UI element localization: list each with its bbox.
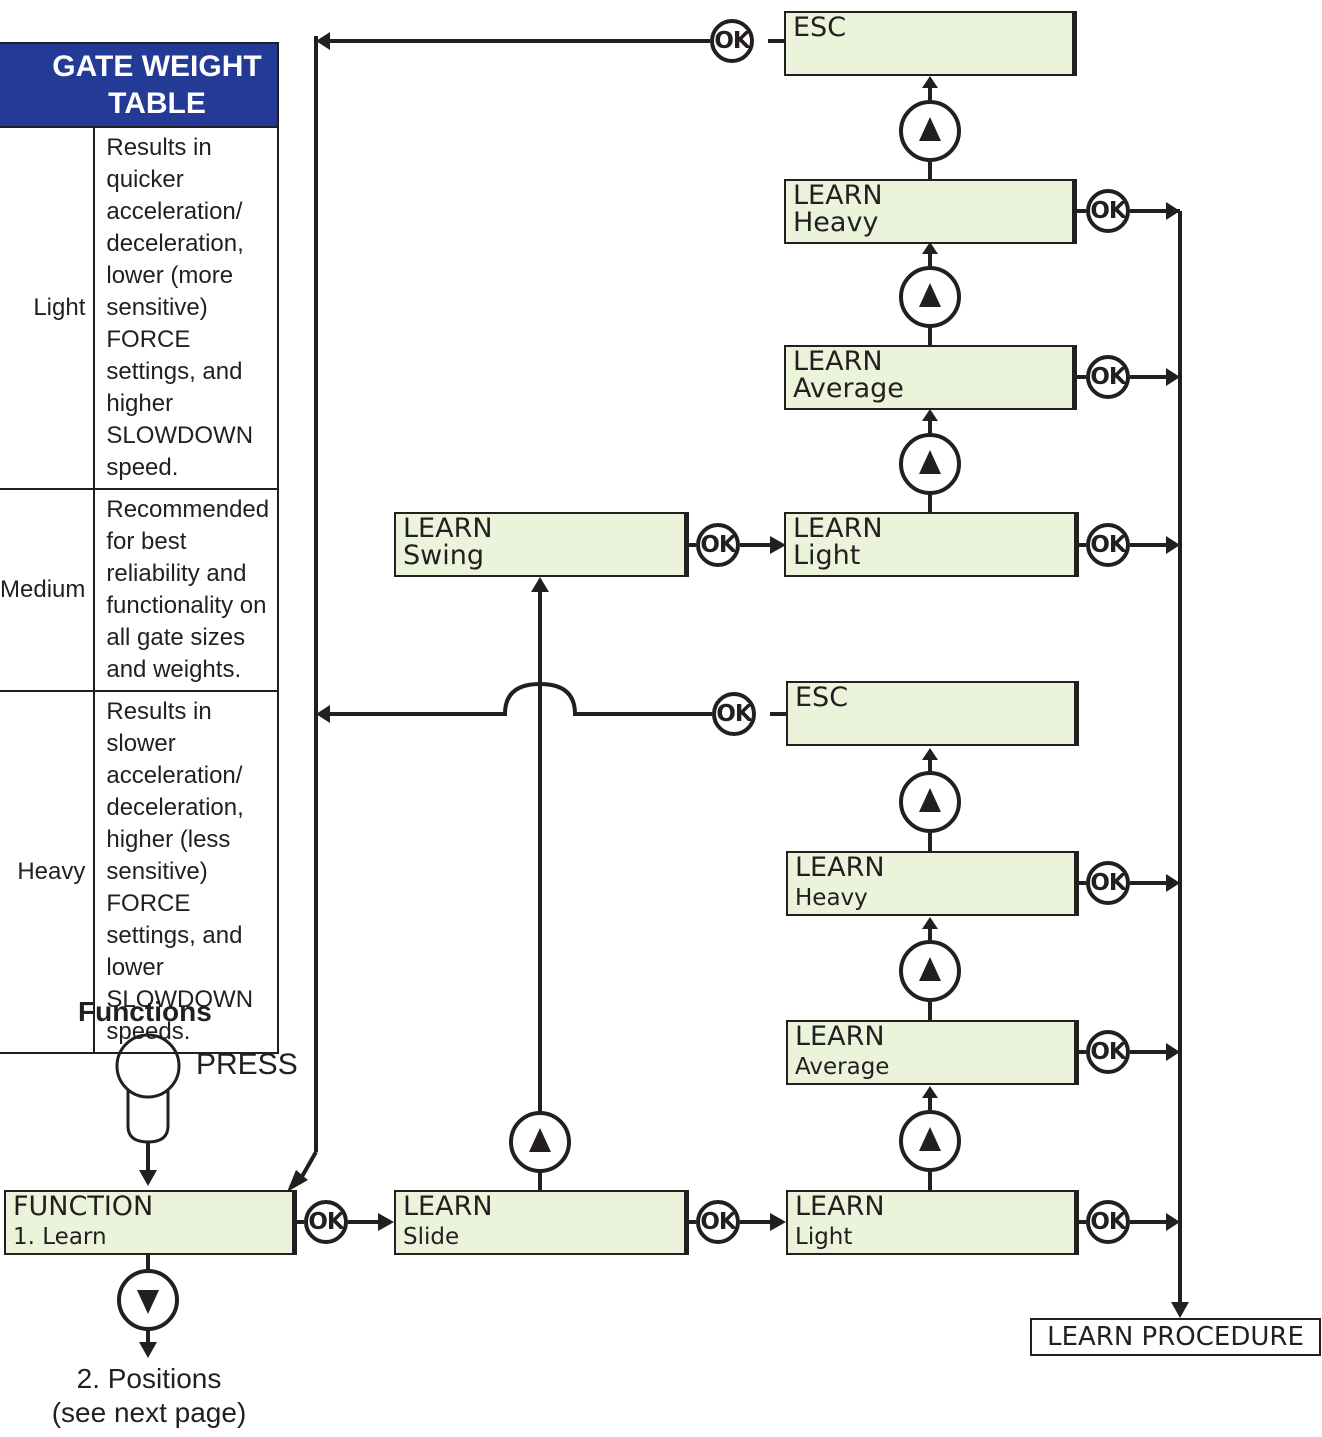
up-arrow-icon[interactable] xyxy=(899,771,961,833)
ok-button[interactable]: OK xyxy=(696,523,740,567)
weight-label: Medium xyxy=(0,576,86,603)
up-arrow-icon[interactable] xyxy=(899,433,961,495)
ok-button[interactable]: OK xyxy=(1086,1200,1130,1244)
weight-label: Heavy xyxy=(17,858,86,885)
up-arrow-icon[interactable] xyxy=(899,1110,961,1172)
table-row: Light Results in quicker acceleration/ d… xyxy=(0,126,279,490)
press-label: PRESS xyxy=(196,1048,298,1081)
table-title: GATE WEIGHT TABLE xyxy=(0,42,279,128)
functions-label: Functions xyxy=(78,996,212,1027)
ok-button[interactable]: OK xyxy=(1086,523,1130,567)
up-arrow-icon[interactable] xyxy=(899,266,961,328)
up-arrow-icon[interactable] xyxy=(899,940,961,1002)
ok-button[interactable]: OK xyxy=(304,1200,348,1244)
next-step-label: 2. Positions (see next page) xyxy=(51,1363,247,1428)
ok-button[interactable]: OK xyxy=(696,1200,740,1244)
table-row: Medium Recommended for best reliability … xyxy=(0,488,279,692)
slide-esc-display: ESC xyxy=(786,681,1076,746)
ok-button[interactable]: OK xyxy=(712,692,756,736)
ok-button[interactable]: OK xyxy=(1086,355,1130,399)
swing-esc-display: ESC xyxy=(784,11,1074,76)
gate-weight-table: GATE WEIGHT TABLE Light Results in quick… xyxy=(0,42,279,1054)
weight-label: Light xyxy=(33,294,86,321)
weight-description: Recommended for best reliability and fun… xyxy=(93,488,279,692)
weight-description: Results in slower acceleration/ decelera… xyxy=(93,690,279,1054)
table-row: Heavy Results in slower acceleration/ de… xyxy=(0,690,279,1054)
learn-procedure-box: LEARN PROCEDURE xyxy=(1030,1318,1321,1356)
ok-button[interactable]: OK xyxy=(1086,189,1130,233)
weight-description: Results in quicker acceleration/ deceler… xyxy=(93,126,279,490)
ok-button[interactable]: OK xyxy=(1086,861,1130,905)
ok-button[interactable]: OK xyxy=(710,19,754,63)
down-arrow-icon[interactable] xyxy=(117,1269,179,1331)
ok-button[interactable]: OK xyxy=(1086,1030,1130,1074)
up-arrow-icon[interactable] xyxy=(899,100,961,162)
up-arrow-icon[interactable] xyxy=(509,1111,571,1173)
